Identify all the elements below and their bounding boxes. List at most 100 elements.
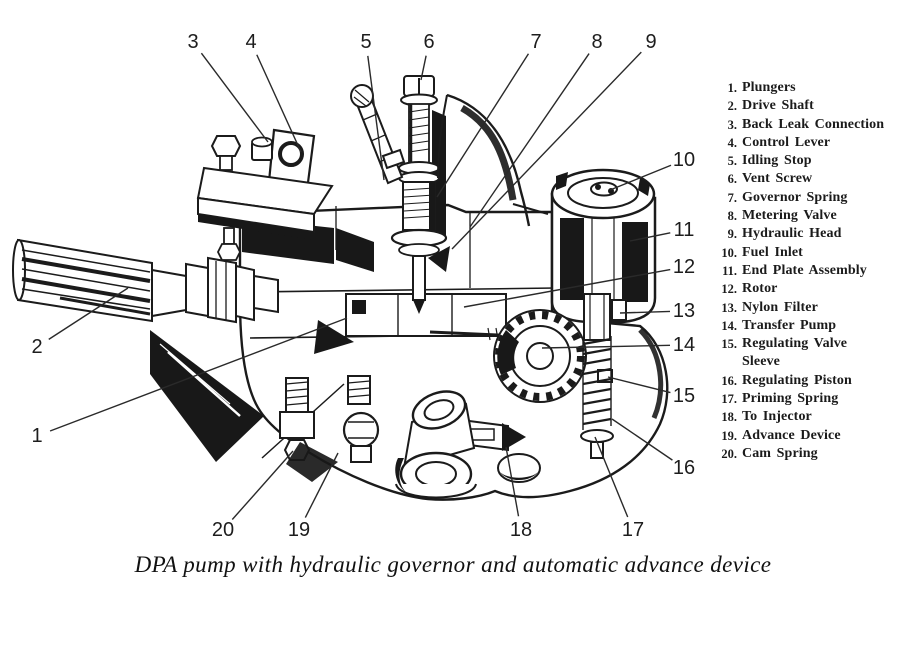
callout-leader-14: [541, 344, 671, 349]
legend-item-number: 8.: [727, 209, 737, 224]
legend-item-label: Regulating Valve Sleeve: [742, 336, 848, 370]
callout-leader-15: [607, 376, 671, 394]
legend-item-label: Nylon Filter: [742, 299, 818, 315]
legend-item: 10. Fuel Inlet: [708, 244, 905, 262]
legend-item-number: 20.: [721, 446, 737, 461]
regulating-assembly: [580, 293, 614, 459]
legend-item-label: Drive Shaft: [742, 98, 814, 114]
bracket-bolt: [210, 135, 242, 157]
legend-item-label: To Injector: [742, 409, 812, 425]
legend-item-number: 17.: [721, 392, 737, 407]
legend-item-label: Transfer Pump: [742, 317, 837, 333]
callout-number-10: 10: [673, 149, 695, 171]
legend-item: 11. End Plate Assembly: [708, 262, 905, 280]
callout-number-1: 1: [31, 425, 42, 447]
legend-item-number: 2.: [727, 99, 737, 114]
callout-leader-6: [420, 55, 427, 81]
legend-item-number: 19.: [721, 428, 737, 443]
legend-item-number: 14.: [721, 318, 737, 333]
plunger: [352, 300, 366, 314]
legend-item-label: Governor Spring: [742, 189, 848, 205]
legend-item-label: Rotor: [742, 281, 778, 297]
callout-number-12: 12: [673, 256, 695, 278]
callout-leader-8: [469, 53, 590, 228]
legend-item: 18.To Injector: [708, 408, 905, 426]
legend-item-label: Priming Spring: [742, 391, 839, 407]
callout-leader-13: [619, 310, 671, 314]
legend-item: 14. Transfer Pump: [708, 317, 905, 335]
callout-number-13: 13: [673, 300, 695, 322]
legend-item-number: 9.: [727, 227, 737, 242]
callout-leader-11: [629, 232, 671, 242]
legend-item-number: 15.: [721, 337, 737, 352]
callout-number-20: 20: [212, 519, 234, 541]
flow-arrow: [314, 320, 354, 354]
legend-item-label: Regulating Piston: [742, 372, 852, 388]
legend-item: 13. Nylon Filter: [708, 299, 905, 317]
transfer-pump: [493, 309, 587, 403]
callout-number-7: 7: [530, 31, 541, 53]
legend-item: 5.Idling Stop: [708, 152, 905, 170]
legend-item: 16.Regulating Piston: [708, 372, 905, 390]
legend-item: 17. Priming Spring: [708, 390, 905, 408]
legend-item: 9. Hydraulic Head: [708, 225, 905, 243]
callout-number-9: 9: [645, 31, 656, 53]
callout-number-17: 17: [622, 519, 644, 541]
cam-box: [279, 375, 380, 482]
legend-item: 7. Governor Spring: [708, 189, 905, 207]
callout-leader-18: [505, 446, 520, 517]
callout-number-18: 18: [510, 519, 532, 541]
governor-assembly: [390, 75, 448, 314]
legend-item-number: 10.: [721, 245, 737, 260]
legend-item-number: 7.: [727, 190, 737, 205]
callout-leader-9: [451, 51, 642, 250]
legend-item-number: 3.: [727, 117, 737, 132]
callout-leader-1: [49, 317, 348, 432]
legend-item-label: Fuel Inlet: [742, 244, 803, 260]
callout-number-2: 2: [31, 336, 42, 358]
outlet-arrow: [502, 423, 526, 451]
callout-leader-16: [611, 418, 673, 461]
callout-leader-19: [304, 452, 339, 518]
legend-item-number: 13.: [721, 300, 737, 315]
control-bracket: [196, 128, 334, 261]
legend-item-label: End Plate Assembly: [742, 262, 867, 278]
legend-item-label: Plungers: [742, 80, 796, 95]
legend-item-label: Idling Stop: [742, 153, 812, 169]
legend-item: 6. Vent Screw: [708, 170, 905, 188]
legend-item-label: Metering Valve: [742, 208, 837, 224]
end-plate: [550, 168, 657, 324]
nylon-filter: [611, 299, 627, 321]
callout-leader-20: [231, 450, 294, 520]
callout-number-5: 5: [360, 31, 371, 53]
legend-item: 1.Plungers: [708, 79, 905, 97]
legend-item-label: Control Lever: [742, 134, 831, 150]
legend-item-number: 12.: [721, 282, 737, 297]
callout-leader-7: [436, 53, 530, 198]
legend-item-number: 6.: [727, 172, 737, 187]
figure-caption: DPA pump with hydraulic governor and aut…: [134, 552, 772, 577]
mounting-flange: [150, 320, 354, 462]
callout-leader-4: [256, 54, 302, 153]
callout-number-3: 3: [187, 31, 198, 53]
legend-item-label: Hydraulic Head: [742, 226, 842, 242]
legend-item: 19. Advance Device: [708, 427, 905, 445]
advance-device: [395, 390, 541, 499]
legend-item-label: Advance Device: [742, 427, 841, 443]
legend-item-label: Back Leak Connection: [742, 116, 885, 132]
legend-item-label: Cam Spring: [742, 445, 818, 461]
callout-leader-17: [594, 436, 629, 518]
legend-item: 2. Drive Shaft: [708, 97, 905, 115]
drive-shaft: [12, 238, 279, 324]
legend-item-label: Vent Screw: [742, 171, 813, 187]
callout-leader-10: [609, 164, 672, 191]
legend-item-number: 11.: [722, 263, 737, 278]
regulating-piston: [583, 293, 611, 341]
callout-number-16: 16: [673, 457, 695, 479]
legend-item: 4.Control Lever: [708, 134, 905, 152]
callout-leader-3: [200, 52, 269, 143]
callout-leader-12: [463, 268, 671, 308]
